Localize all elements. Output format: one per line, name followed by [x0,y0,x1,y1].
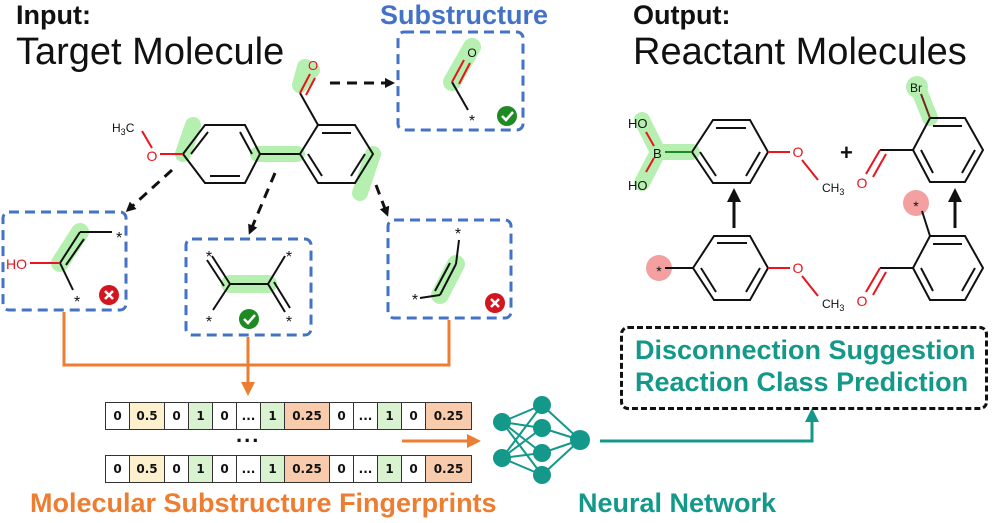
substructure-box-diene: * * * * [184,237,313,337]
svg-text:O: O [857,293,868,309]
fingerprint-cell: 1 [189,403,213,429]
target-molecule: O O H3C [112,58,381,201]
fingerprint-cell: 1 [378,403,402,429]
svg-text:Br: Br [910,81,922,95]
neural-network-icon [493,396,590,484]
fingerprint-cell: 1 [261,403,285,429]
svg-text:*: * [469,113,475,130]
substructure-highlights [175,59,381,201]
fingerprint-ellipsis: ... [236,422,261,447]
svg-text:*: * [286,314,292,331]
svg-text:*: * [206,314,212,331]
substructure-arrows [125,78,395,235]
substructure-title: Substructure [380,0,549,30]
disconnection-suggestion-label: Disconnection Suggestion [635,335,976,365]
fingerprint-cell: 0 [330,403,354,429]
svg-text:*: * [913,198,919,214]
check-icon [239,309,259,329]
fingerprint-cell: 0.25 [426,456,471,482]
fingerprint-cell: 0 [402,403,426,429]
svg-text:B: B [653,146,662,161]
svg-text:*: * [656,263,662,279]
fragment-methoxyphenyl: * O CH3 [646,235,844,313]
fingerprint-cell: 0.5 [130,456,165,482]
fingerprint-cell: ... [354,403,378,429]
arrow-to-enol [125,168,174,213]
substructure-box-enol: HO * * [1,210,128,312]
reactant-boronic-acid: HO B HO O CH3 [628,112,844,197]
fingerprint-cell: 1 [261,456,285,482]
svg-text:O: O [793,144,804,160]
svg-text:CH3: CH3 [822,297,844,313]
arrow-to-alkene [374,184,390,217]
fingerprint-cell: 0.5 [130,403,165,429]
reactant-molecules-title: Reactant Molecules [633,31,967,73]
fingerprint-cell: 0 [213,403,237,429]
svg-text:*: * [74,294,80,311]
fingerprint-cell: 0 [106,456,130,482]
aldehyde-oxygen-label: O [308,58,318,73]
plus-sign: + [840,140,853,165]
fingerprint-cell: ... [237,403,261,429]
substructure-box-alkene: * * [386,218,513,320]
input-label: Input: [16,0,91,30]
fingerprint-cell: 1 [378,456,402,482]
orange-connector [62,312,481,448]
hydroxyl-label: HO [6,256,27,272]
svg-text:*: * [412,292,418,309]
substructure-box-aldehyde: O * [396,30,525,132]
svg-text:HO: HO [628,116,648,131]
reaction-class-prediction-label: Reaction Class Prediction [635,366,969,397]
fingerprint-cell: 0.25 [285,456,330,482]
target-molecule-title: Target Molecule [16,31,285,73]
arrow-to-outputs [600,408,819,443]
fingerprint-cell: ... [237,456,261,482]
fingerprint-cell: 0 [165,456,189,482]
svg-text:*: * [286,249,292,266]
fragment-benzaldehyde: * O [857,190,985,309]
fingerprint-cell: 0.25 [426,403,471,429]
fingerprint-cell: 0 [402,456,426,482]
fingerprint-cell: 1 [189,456,213,482]
svg-text:CH3: CH3 [822,181,844,197]
fingerprint-cell: 0 [213,456,237,482]
svg-text:*: * [455,226,461,243]
neural-network-title: Neural Network [578,488,777,518]
arrow-to-diene [248,172,277,235]
svg-text:HO: HO [628,178,648,193]
svg-text:O: O [467,46,476,60]
svg-text:*: * [116,230,122,247]
svg-text:*: * [206,249,212,266]
fingerprint-cell: 0 [106,403,130,429]
svg-text:O: O [857,175,868,191]
output-tasks-box: Disconnection Suggestion Reaction Class … [620,326,988,410]
fingerprint-cell: 0 [330,456,354,482]
check-icon [497,106,517,126]
fingerprint-cell: 0.25 [285,403,330,429]
methoxy-oxygen-label: O [147,148,158,164]
methyl-label: H3C [112,121,135,137]
reactant-bromobenzaldehyde: Br O [857,76,985,191]
fingerprint-cell: ... [354,456,378,482]
svg-text:O: O [793,260,804,276]
fingerprints-title: Molecular Substructure Fingerprints [30,488,497,518]
fingerprint-cell: 0 [165,403,189,429]
output-label: Output: [633,0,731,30]
